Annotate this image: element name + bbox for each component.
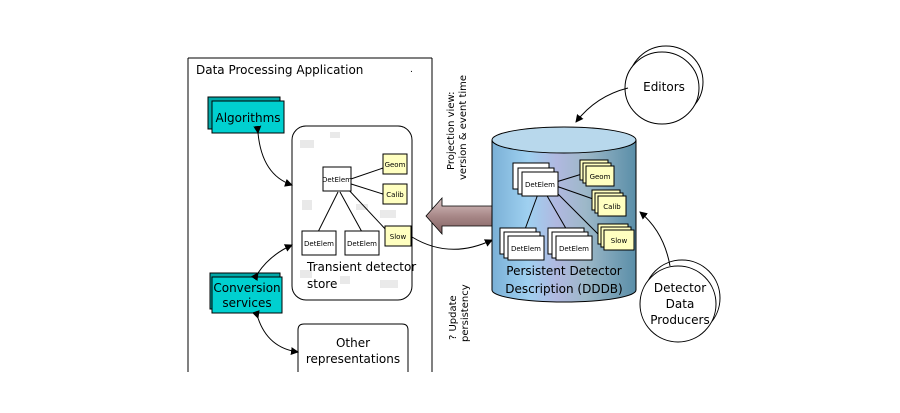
other-label-line1: Other [336,336,370,350]
dddb-calib-box [597,195,627,217]
dddb-slow-box [603,229,635,251]
transient-geom-box [382,153,408,175]
projection-label: Projection view: version & event time [446,75,469,180]
transient-geom-label: Geom [385,161,406,169]
transient-detelem-right [344,230,380,256]
dddb-detelem-left [507,235,545,261]
transient-calib-label: Calib [386,191,404,199]
app-title: Data Processing Application [196,63,363,77]
dddb-geom-label: Geom [590,173,611,181]
dddb-detelem-right [555,235,593,261]
update-label-line1: ? Update [448,295,459,340]
other-label-line2: representations [306,352,400,366]
conversion-services-box: Conversion services [209,272,283,314]
producers-label-line3: Producers [650,313,709,327]
projection-arrow [425,196,493,236]
dddb-cylinder: DetElem Geom Calib Slow DetElem DetElem … [491,126,637,303]
conversion-label-line1: Conversion [213,281,280,295]
dddb-label-line2: Description (DDDB) [505,282,622,296]
dddb-geom-box [585,165,615,187]
dddb-links [523,173,601,237]
update-label-line2: persistency [460,284,471,342]
producers-arrow [639,211,671,267]
transient-slow-label: Slow [390,233,407,241]
projection-label-line2: version & event time [458,75,469,180]
dddb-detelem-left-label: DetElem [511,245,541,253]
editors-label: Editors [643,80,685,94]
algorithms-box: Algorithms [207,96,285,134]
dddb-detelem-right-label: DetElem [559,245,589,253]
frame-dot: . [410,65,413,75]
store-texture [300,132,398,288]
editors-arrow [575,87,629,123]
dddb-detelem-top-label: DetElem [525,181,555,189]
update-label: ? Update persistency [448,284,471,342]
transient-detelem-right-label: DetElem [347,240,377,248]
detector-data-producers-node: Detector Data Producers [639,259,721,343]
store-links [317,166,389,233]
transient-calib-box [382,183,408,205]
producers-label-line2: Data [666,297,695,311]
dddb-detelem-top [521,171,559,197]
left-connectors [250,125,299,356]
transient-label-line2: store [307,277,337,291]
transient-detector-store: DetElem Geom Calib Slow DetElem DetElem … [291,125,416,301]
algorithms-label: Algorithms [215,111,280,125]
conversion-label-line2: services [222,296,271,310]
transient-slow-box [384,225,412,247]
transient-label-line1: Transient detector [306,260,416,274]
update-persistency-arrow [411,236,493,250]
transient-detelem-top [322,166,352,192]
dddb-label-line1: Persistent Detector [506,264,622,278]
projection-label-line1: Projection view: [446,92,457,170]
editors-node: Editors [624,45,704,125]
producers-label-line1: Detector [654,281,706,295]
other-representations-box: Other representations [297,323,409,372]
dddb-calib-label: Calib [603,203,621,211]
transient-detelem-left [301,230,337,256]
dddb-slow-label: Slow [611,237,628,245]
transient-detelem-top-label: DetElem [322,176,352,184]
transient-detelem-left-label: DetElem [304,240,334,248]
